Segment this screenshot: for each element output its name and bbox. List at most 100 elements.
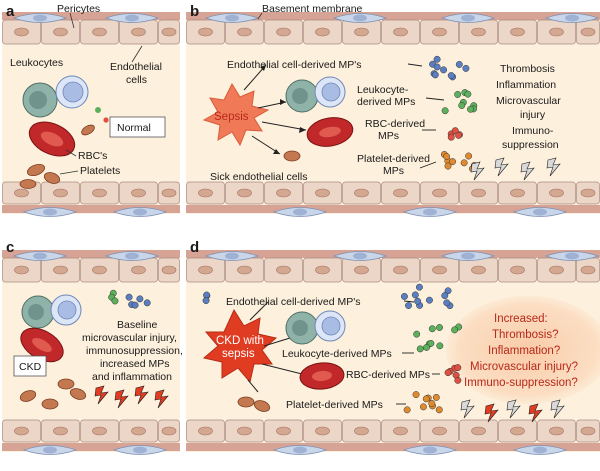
endothelial-nucleus bbox=[237, 188, 252, 198]
label-ckd: CKD bbox=[19, 361, 42, 373]
microparticle bbox=[435, 406, 443, 414]
panel-a: Pericytes Leukocytes Endothelial cells N… bbox=[10, 3, 166, 189]
label-rbc-mps-d: RBC-derived MPs bbox=[346, 369, 430, 381]
label-ckd-sepsis-1: CKD with bbox=[216, 335, 264, 347]
microparticle bbox=[444, 369, 452, 377]
endothelial-nucleus bbox=[237, 27, 252, 37]
label-platelet-mps-b-1: Platelet-derived bbox=[357, 153, 430, 165]
pericyte-nucleus bbox=[293, 446, 307, 454]
endothelial-nucleus bbox=[237, 426, 252, 436]
endothelial-nucleus bbox=[92, 265, 107, 275]
rbc-cell-d bbox=[299, 362, 345, 390]
lightning-bolt-icon bbox=[506, 399, 521, 419]
rbc-cell-c bbox=[20, 327, 64, 363]
leukocyte-cell-d bbox=[285, 311, 319, 345]
lightning-bolt-icon bbox=[470, 161, 485, 181]
endothelial-nucleus bbox=[131, 426, 146, 436]
microparticles bbox=[108, 55, 478, 414]
label-increased-inflammation: Inflammation? bbox=[488, 345, 560, 357]
endothelial-nucleus bbox=[92, 426, 107, 436]
microparticle bbox=[440, 66, 448, 74]
lightning-bolt-icon bbox=[550, 399, 565, 419]
pericyte-nucleus bbox=[225, 252, 239, 260]
label-endothelial-1: Endothelial bbox=[110, 61, 162, 73]
platelets-c bbox=[19, 378, 87, 410]
platelets-b bbox=[283, 150, 301, 162]
microparticle bbox=[427, 339, 435, 347]
label-endo-mps-d: Endothelial cell-derived MP's bbox=[226, 296, 361, 308]
outcome-suppression: suppression bbox=[502, 139, 559, 151]
endothelial-nucleus bbox=[315, 188, 330, 198]
endothelial-nucleus bbox=[161, 27, 177, 37]
lightning-bolt-icon bbox=[484, 403, 499, 423]
pericyte-nucleus bbox=[353, 14, 367, 22]
microparticle bbox=[447, 72, 455, 79]
endothelial-nucleus bbox=[549, 265, 564, 275]
endothelial-nucleus bbox=[53, 27, 68, 37]
leukocyte-cell bbox=[22, 82, 58, 118]
lightning-bolt-icon bbox=[94, 385, 109, 405]
microparticle bbox=[443, 299, 451, 307]
endothelial-nucleus bbox=[471, 265, 486, 275]
platelets bbox=[19, 124, 95, 189]
pericyte-nucleus bbox=[33, 14, 47, 22]
microparticle bbox=[111, 297, 119, 305]
microparticle bbox=[455, 61, 463, 68]
endothelial-nucleus bbox=[315, 27, 330, 37]
pericyte-nucleus bbox=[565, 14, 579, 22]
microparticle bbox=[436, 324, 443, 331]
panel-letter-a: a bbox=[6, 3, 15, 20]
leukocyte-cell-c bbox=[21, 295, 55, 329]
endothelial-nucleus bbox=[354, 426, 369, 436]
microparticle bbox=[441, 292, 449, 300]
microparticle bbox=[451, 326, 459, 334]
lymphocyte-cell-d bbox=[314, 310, 346, 342]
pericyte-nucleus bbox=[423, 208, 437, 216]
endothelial-nucleus bbox=[276, 188, 291, 198]
microparticle bbox=[125, 293, 133, 301]
lymphocyte-cell-b bbox=[314, 76, 346, 108]
microparticle bbox=[444, 162, 452, 170]
microparticle bbox=[454, 376, 462, 384]
label-baseline-4: increased MPs bbox=[100, 358, 169, 370]
label-rbc-mps-b-1: RBC-derived bbox=[365, 118, 425, 130]
endothelial-nucleus bbox=[393, 265, 408, 275]
endothelial-nucleus bbox=[14, 265, 29, 275]
endothelial-nucleus bbox=[276, 265, 291, 275]
label-baseline-3: immunosuppression, bbox=[86, 345, 183, 357]
label-increased: Increased: bbox=[494, 313, 548, 325]
label-baseline-5: and inflammation bbox=[92, 371, 172, 383]
pericyte-nucleus bbox=[133, 208, 147, 216]
pericyte-nucleus bbox=[293, 208, 307, 216]
microparticle bbox=[416, 345, 424, 353]
label-sick-endothelial: Sick endothelial cells bbox=[210, 171, 307, 183]
label-rbc-mps-b-2: MPs bbox=[378, 130, 399, 142]
pericytes bbox=[12, 13, 600, 455]
endothelial-nucleus bbox=[198, 265, 213, 275]
endothelial-nucleus bbox=[53, 265, 68, 275]
endothelial-nucleus bbox=[432, 27, 447, 37]
endothelial-nucleus bbox=[53, 426, 68, 436]
pericyte-nucleus bbox=[461, 252, 475, 260]
microparticle bbox=[465, 152, 473, 160]
endothelial-nucleus bbox=[354, 188, 369, 198]
microparticle bbox=[413, 330, 421, 338]
endothelial-nucleus bbox=[276, 27, 291, 37]
label-platelets: Platelets bbox=[80, 165, 120, 177]
panel-letter-c: c bbox=[6, 239, 14, 256]
microparticle bbox=[433, 55, 441, 63]
microparticle bbox=[428, 325, 436, 333]
endothelial-nucleus bbox=[580, 426, 596, 436]
label-baseline-2: microvascular injury, bbox=[82, 332, 177, 344]
label-leuko-mps-b-1: Leukocyte- bbox=[357, 84, 409, 96]
microparticle bbox=[467, 105, 474, 113]
microparticle bbox=[432, 393, 440, 401]
lightning-bolt-icon bbox=[494, 157, 509, 177]
microparticle bbox=[454, 91, 462, 98]
endothelial-nucleus bbox=[471, 27, 486, 37]
microparticle bbox=[202, 297, 210, 305]
pericyte-nucleus bbox=[423, 446, 437, 454]
endothelial-nucleus bbox=[580, 265, 596, 275]
outcome-injury: injury bbox=[520, 109, 546, 121]
endothelial-nucleus bbox=[92, 27, 107, 37]
